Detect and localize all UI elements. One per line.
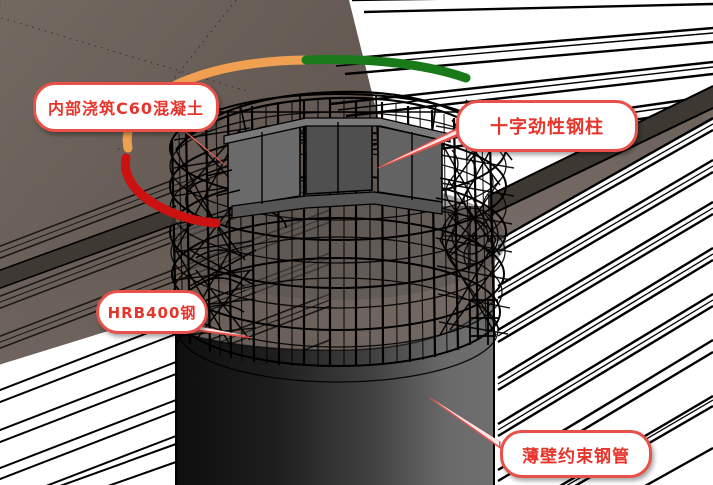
callout-tail-thin-wall-tube <box>429 397 501 449</box>
dotted-guide-lines <box>0 0 251 151</box>
callout-internal-concrete[interactable]: 内部浇筑C60混凝土 <box>33 82 219 132</box>
callout-internal-concrete-label: 内部浇筑C60混凝土 <box>47 99 204 118</box>
green-arc <box>301 55 471 83</box>
callout-cross-steel-column[interactable]: 十字劲性钢柱 <box>456 100 638 152</box>
callout-thin-wall-confining-tube-label: 薄壁约束钢管 <box>522 446 630 467</box>
callout-tail-cross-steel <box>377 127 459 169</box>
red-arc <box>120 153 221 228</box>
callout-cross-steel-column-label: 十字劲性钢柱 <box>490 117 604 138</box>
lower-bracket-frame <box>469 299 498 345</box>
callout-thin-wall-confining-tube[interactable]: 薄壁约束钢管 <box>500 430 652 478</box>
callout-hrb400-steel-label: HRB400钢 <box>107 303 197 322</box>
bottom-left-white-beam <box>0 310 177 485</box>
callout-hrb400-steel[interactable]: HRB400钢 <box>96 290 208 334</box>
rebar-clutter-right <box>441 149 508 271</box>
left-dark-beam-edge <box>0 205 177 290</box>
